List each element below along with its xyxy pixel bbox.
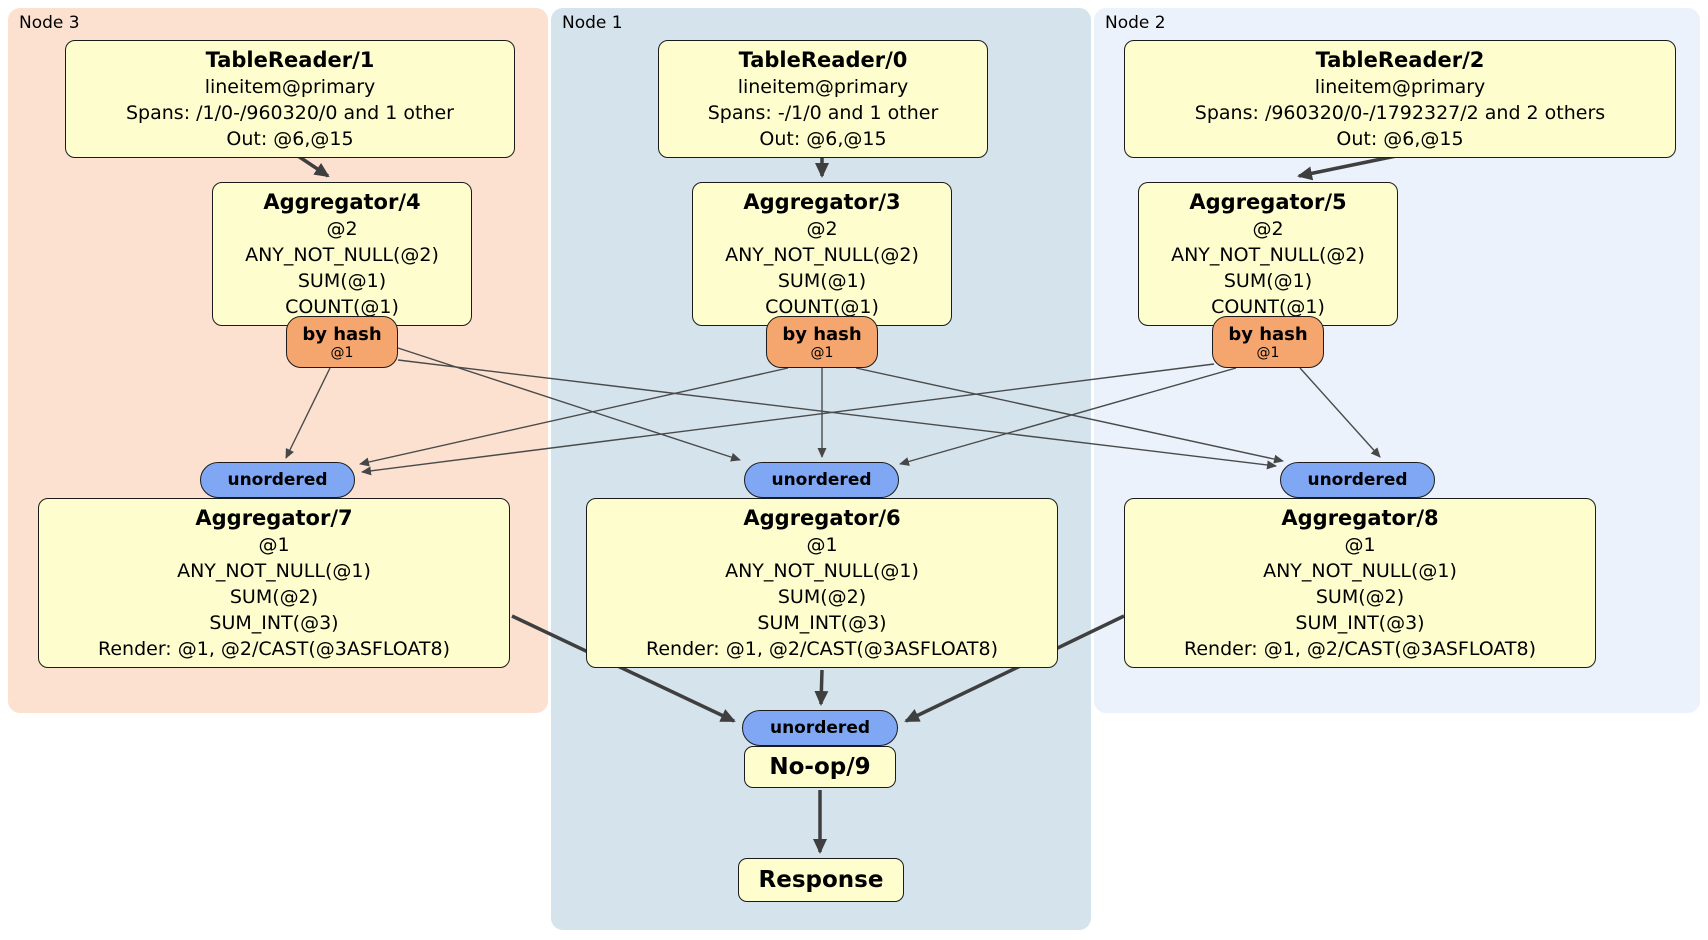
sync-unordered-mid: unordered: [744, 462, 899, 498]
processor-title: Aggregator/8: [1281, 506, 1439, 530]
region-node-3-label: Node 3: [19, 13, 80, 33]
region-node-1-label: Node 1: [562, 13, 623, 33]
processor-detail: ANY_NOT_NULL(@2): [725, 244, 919, 266]
processor-title: TableReader/1: [205, 48, 375, 72]
processor-title: Aggregator/7: [195, 506, 353, 530]
processor-detail: COUNT(@1): [1211, 296, 1325, 318]
edge-agg7-sync-final: [511, 614, 736, 723]
edge-tr1-agg4: [297, 154, 330, 178]
processor-detail: SUM(@1): [297, 270, 387, 292]
processor-detail: SUM(@1): [1223, 270, 1313, 292]
processor-detail: @1: [806, 534, 838, 556]
processor-detail: COUNT(@1): [285, 296, 399, 318]
processor-tablereader-0: TableReader/0 lineitem@primary Spans: -/…: [658, 40, 988, 158]
processor-title: TableReader/2: [1315, 48, 1485, 72]
edge-byhash5-sync-right: [1299, 367, 1381, 458]
sync-unordered-right: unordered: [1280, 462, 1435, 498]
processor-detail: SUM(@2): [777, 586, 867, 608]
processor-detail: Render: @1, @2/CAST(@3ASFLOAT8): [646, 638, 998, 660]
processor-title: Aggregator/5: [1189, 190, 1347, 214]
processor-title: Aggregator/6: [743, 506, 901, 530]
region-node-2-label: Node 2: [1105, 13, 1166, 33]
response-node: Response: [738, 858, 904, 902]
processor-detail: @2: [1252, 218, 1284, 240]
processor-detail: Render: @1, @2/CAST(@3ASFLOAT8): [1184, 638, 1536, 660]
router-label: by hash: [1228, 323, 1308, 345]
processor-detail: lineitem@primary: [204, 76, 376, 98]
router-label: by hash: [302, 323, 382, 345]
edge-tr2-agg5: [1297, 154, 1397, 181]
edge-byhash4-sync-right: [397, 359, 1277, 470]
processor-aggregator-6: Aggregator/6 @1 ANY_NOT_NULL(@1) SUM(@2)…: [586, 498, 1058, 668]
processor-detail: ANY_NOT_NULL(@1): [1263, 560, 1457, 582]
processor-detail: @2: [806, 218, 838, 240]
processor-detail: lineitem@primary: [737, 76, 909, 98]
sync-unordered-final: unordered: [742, 710, 898, 746]
processor-detail: SUM_INT(@3): [209, 612, 339, 634]
processor-detail: SUM_INT(@3): [757, 612, 887, 634]
processor-tablereader-2: TableReader/2 lineitem@primary Spans: /9…: [1124, 40, 1676, 158]
processor-noop-9: No-op/9: [744, 746, 896, 788]
edge-byhash4-sync-left: [285, 367, 331, 459]
processor-detail: ANY_NOT_NULL(@1): [177, 560, 371, 582]
processor-detail: Spans: /1/0-/960320/0 and 1 other: [126, 102, 454, 124]
edge-byhash5-sync-mid: [899, 367, 1237, 466]
processor-aggregator-3: Aggregator/3 @2 ANY_NOT_NULL(@2) SUM(@1)…: [692, 182, 952, 326]
processor-aggregator-7: Aggregator/7 @1 ANY_NOT_NULL(@1) SUM(@2)…: [38, 498, 510, 668]
processor-detail: @1: [1344, 534, 1376, 556]
processor-detail: SUM(@2): [229, 586, 319, 608]
processor-detail: ANY_NOT_NULL(@1): [725, 560, 919, 582]
processor-detail: SUM(@1): [777, 270, 867, 292]
processor-aggregator-5: Aggregator/5 @2 ANY_NOT_NULL(@2) SUM(@1)…: [1138, 182, 1398, 326]
processor-detail: Out: @6,@15: [759, 128, 887, 150]
processor-title: Aggregator/3: [743, 190, 901, 214]
router-by-hash-5: by hash @1: [1212, 316, 1324, 368]
router-by-hash-3: by hash @1: [766, 316, 878, 368]
processor-detail: SUM_INT(@3): [1295, 612, 1425, 634]
edge-agg6-sync-final: [814, 669, 829, 706]
sync-unordered-left: unordered: [200, 462, 355, 498]
router-by-hash-4: by hash @1: [286, 316, 398, 368]
processor-tablereader-1: TableReader/1 lineitem@primary Spans: /1…: [65, 40, 515, 158]
processor-detail: lineitem@primary: [1314, 76, 1486, 98]
processor-detail: ANY_NOT_NULL(@2): [1171, 244, 1365, 266]
processor-title: Aggregator/4: [263, 190, 421, 214]
processor-detail: ANY_NOT_NULL(@2): [245, 244, 439, 266]
edge-byhash3-sync-right: [855, 367, 1284, 464]
edge-byhash3-sync-left: [359, 367, 789, 467]
processor-detail: @2: [326, 218, 358, 240]
edge-byhash5-sync-left: [361, 363, 1215, 476]
processor-aggregator-4: Aggregator/4 @2 ANY_NOT_NULL(@2) SUM(@1)…: [212, 182, 472, 326]
processor-detail: Spans: -/1/0 and 1 other: [707, 102, 939, 124]
processor-detail: COUNT(@1): [765, 296, 879, 318]
processor-detail: Render: @1, @2/CAST(@3ASFLOAT8): [98, 638, 450, 660]
processor-title: TableReader/0: [738, 48, 908, 72]
router-label: by hash: [782, 323, 862, 345]
router-key: @1: [810, 344, 834, 361]
processor-aggregator-8: Aggregator/8 @1 ANY_NOT_NULL(@1) SUM(@2)…: [1124, 498, 1596, 668]
processor-detail: @1: [258, 534, 290, 556]
edge-byhash4-sync-mid: [397, 347, 741, 462]
processor-detail: Spans: /960320/0-/1792327/2 and 2 others: [1194, 102, 1606, 124]
edge-agg8-sync-final: [904, 614, 1125, 723]
processor-detail: Out: @6,@15: [1336, 128, 1464, 150]
router-key: @1: [1256, 344, 1280, 361]
processor-detail: SUM(@2): [1315, 586, 1405, 608]
router-key: @1: [330, 344, 354, 361]
processor-detail: Out: @6,@15: [226, 128, 354, 150]
